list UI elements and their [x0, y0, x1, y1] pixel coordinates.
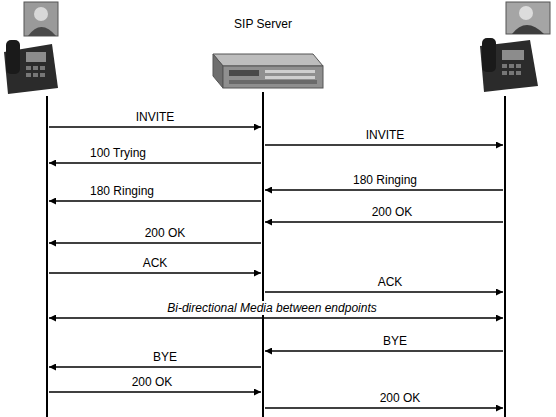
message-arrow	[49, 272, 261, 274]
message-arrow	[265, 291, 503, 293]
right-phone-icon	[480, 2, 550, 92]
message-label: 200 OK	[145, 226, 186, 240]
message-arrow	[49, 242, 261, 244]
message-label: ACK	[143, 256, 168, 270]
message-label: 180 Ringing	[90, 184, 154, 198]
message-arrow	[49, 317, 503, 319]
message-label: BYE	[153, 350, 177, 364]
message-arrow	[49, 391, 261, 393]
message-label: INVITE	[366, 128, 405, 142]
left-phone-icon	[4, 2, 58, 94]
message-label: INVITE	[136, 110, 175, 124]
message-label: ACK	[378, 275, 403, 289]
message-arrow	[265, 407, 503, 409]
message-arrow	[265, 189, 503, 191]
message-label: 180 Ringing	[353, 173, 417, 187]
message-arrow	[265, 350, 503, 352]
message-label: 200 OK	[132, 375, 173, 389]
media-label: Bi-directional Media between endpoints	[165, 301, 378, 315]
message-arrow	[265, 221, 503, 223]
server-label: SIP Server	[234, 17, 292, 31]
message-arrow	[265, 144, 503, 146]
lifeline	[47, 92, 505, 417]
message-label: 200 OK	[372, 205, 413, 219]
message-arrow	[49, 162, 261, 164]
message-arrow	[49, 200, 261, 202]
server-icon	[198, 32, 328, 92]
message-arrow	[49, 126, 261, 128]
message-label: 100 Trying	[90, 146, 146, 160]
message-label: BYE	[383, 334, 407, 348]
server-node: SIP Server	[198, 14, 328, 92]
message-arrow	[49, 366, 261, 368]
message-label: 200 OK	[380, 391, 421, 405]
